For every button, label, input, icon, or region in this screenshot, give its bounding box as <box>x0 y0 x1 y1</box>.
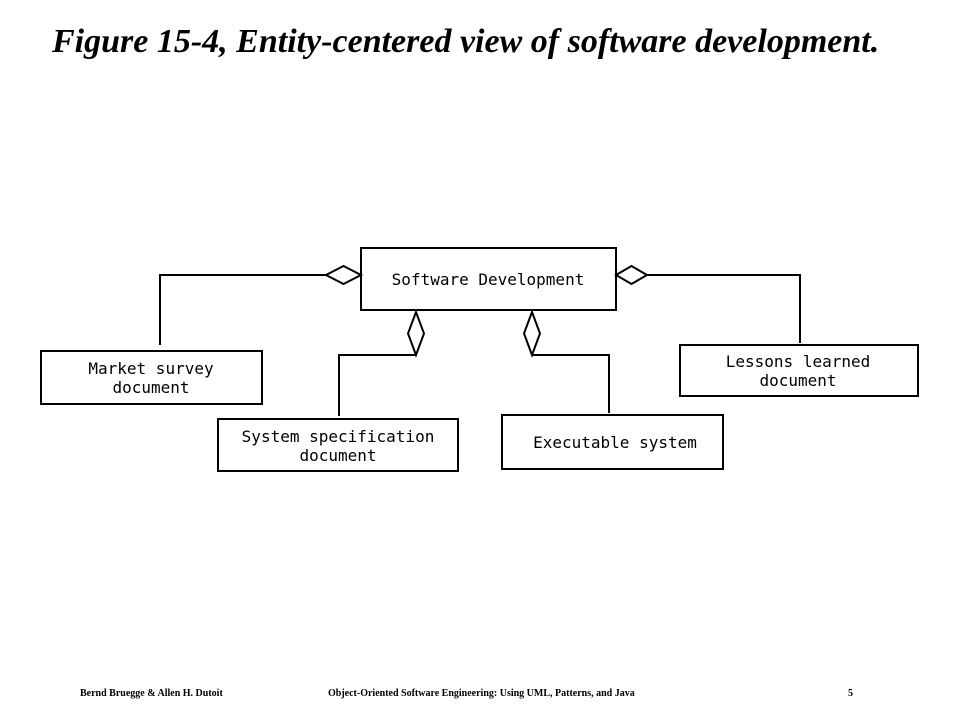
software-development-label: Software Development <box>392 270 585 289</box>
lessons-learned-label-line2: document <box>759 371 836 390</box>
market-survey-box <box>40 350 263 405</box>
lessons-learned-label-line1: Lessons learned <box>726 352 871 371</box>
footer-book-title: Object-Oriented Software Engineering: Us… <box>328 688 635 699</box>
slide-title: Figure 15-4, Entity-centered view of sof… <box>52 23 880 60</box>
executable-system-box <box>501 414 724 470</box>
executable-system-label: Executable system <box>533 433 697 452</box>
footer-authors: Bernd Bruegge & Allen H. Dutoit <box>80 688 223 699</box>
system-specification-label-line2: document <box>299 446 376 465</box>
market-aggregation-diamond <box>323 264 364 286</box>
market-survey-label-line1: Market survey <box>88 359 214 378</box>
market-survey-label-line2: document <box>112 378 189 397</box>
exec-aggregation-diamond <box>522 309 542 358</box>
system-specification-connector <box>338 354 416 416</box>
lessons-aggregation-diamond <box>614 264 649 286</box>
system-specification-label-line1: System specification <box>242 427 435 446</box>
software-development-box <box>360 247 617 311</box>
spec-aggregation-diamond <box>406 309 426 358</box>
lessons-learned-box <box>679 344 919 397</box>
system-specification-box <box>217 418 459 472</box>
executable-system-connector <box>532 354 610 413</box>
market-survey-connector <box>159 274 326 345</box>
footer-page-number: 5 <box>848 688 853 699</box>
lessons-learned-connector <box>647 274 801 343</box>
